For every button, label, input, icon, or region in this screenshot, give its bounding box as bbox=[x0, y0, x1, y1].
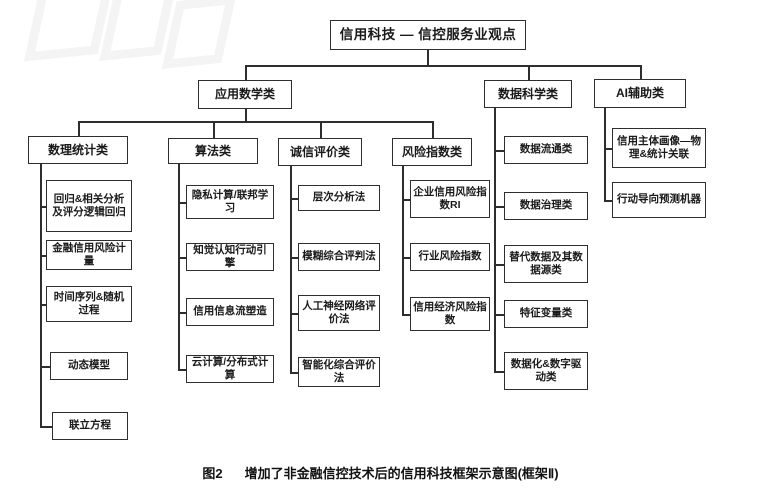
connector-line bbox=[427, 50, 429, 66]
leaf-node: 行动导向预测机器 bbox=[612, 182, 706, 218]
leaf-node: 信用主体画像—物理&统计关联 bbox=[612, 128, 706, 168]
leaf-node: 数据流通类 bbox=[504, 136, 588, 164]
connector-line bbox=[178, 312, 186, 314]
connector-line bbox=[402, 257, 410, 259]
leaf-node: 信用信息流塑造 bbox=[186, 298, 274, 326]
connector-line bbox=[494, 314, 504, 316]
leaf-node: 人工神经网络评价法 bbox=[298, 295, 380, 331]
leaf-node: 层次分析法 bbox=[298, 185, 380, 211]
connector-line bbox=[402, 199, 410, 201]
watermark-shape bbox=[99, 0, 177, 61]
connector-line bbox=[494, 371, 504, 373]
group-integrity-eval: 诚信评价类 bbox=[278, 138, 362, 166]
group-risk-index: 风险指数类 bbox=[392, 138, 472, 166]
connector-line bbox=[604, 148, 612, 150]
connector-line bbox=[494, 150, 504, 152]
leaf-node: 行业风险指数 bbox=[410, 243, 490, 271]
connector-line bbox=[402, 314, 410, 316]
group-math-stat: 数理统计类 bbox=[28, 136, 128, 164]
connector-line bbox=[432, 121, 434, 138]
connector-line bbox=[604, 108, 606, 200]
leaf-node: 替代数据及其数据源类 bbox=[504, 245, 588, 283]
watermark-shape bbox=[161, 0, 237, 69]
connector-line bbox=[245, 109, 247, 122]
figure-caption-text: 增加了非金融信控技术后的信用科技框架示意图(框架Ⅱ) bbox=[244, 466, 559, 481]
connector-line bbox=[290, 166, 292, 372]
leaf-node: 数据化&数字驱动类 bbox=[504, 352, 588, 390]
leaf-node: 动态模型 bbox=[50, 352, 128, 380]
connector-line bbox=[290, 198, 298, 200]
root-node: 信用科技 — 信控服务业观点 bbox=[330, 20, 526, 50]
connector-line bbox=[290, 313, 298, 315]
connector-line bbox=[178, 202, 186, 204]
connector-line bbox=[78, 121, 80, 136]
leaf-node: 特征变量类 bbox=[504, 300, 588, 328]
connector-line bbox=[402, 166, 404, 314]
connector-line bbox=[78, 121, 433, 123]
connector-line bbox=[494, 206, 504, 208]
category-applied-math: 应用数学类 bbox=[198, 80, 292, 109]
category-data-science: 数据科学类 bbox=[484, 80, 572, 108]
connector-line bbox=[320, 121, 322, 138]
leaf-node: 隐私计算/联邦学习 bbox=[186, 185, 274, 219]
connector-line bbox=[245, 65, 641, 67]
leaf-node: 信用经济风险指数 bbox=[410, 297, 490, 331]
connector-line bbox=[40, 255, 46, 257]
connector-line bbox=[213, 121, 215, 138]
leaf-node: 智能化综合评价法 bbox=[298, 357, 380, 387]
figure-caption: 图2 增加了非金融信控技术后的信用科技框架示意图(框架Ⅱ) bbox=[0, 463, 761, 482]
group-algorithm: 算法类 bbox=[168, 138, 258, 164]
leaf-node: 联立方程 bbox=[52, 412, 128, 440]
connector-line bbox=[640, 65, 642, 80]
connector-line bbox=[290, 372, 298, 374]
connector-line bbox=[40, 164, 42, 426]
connector-line bbox=[604, 200, 612, 202]
category-ai-assist: AI辅助类 bbox=[594, 79, 686, 108]
connector-line bbox=[290, 257, 298, 259]
watermark-shape bbox=[23, 0, 117, 62]
connector-line bbox=[494, 108, 496, 371]
leaf-node: 回归&相关分析及评分逻辑回归 bbox=[46, 180, 132, 232]
connector-line bbox=[178, 257, 186, 259]
leaf-node: 金融信用风险计量 bbox=[46, 240, 132, 270]
connector-line bbox=[178, 369, 186, 371]
figure-number: 图2 bbox=[202, 466, 223, 481]
leaf-node: 模糊综合评判法 bbox=[298, 243, 380, 271]
connector-line bbox=[245, 65, 247, 80]
leaf-node: 时间序列&随机过程 bbox=[46, 286, 132, 322]
connector-line bbox=[40, 426, 52, 428]
connector-line bbox=[40, 366, 50, 368]
leaf-node: 云计算/分布式计算 bbox=[186, 355, 274, 383]
connector-line bbox=[528, 65, 530, 80]
connector-line bbox=[40, 206, 46, 208]
leaf-node: 企业信用风险指数RI bbox=[410, 180, 490, 218]
connector-line bbox=[40, 304, 46, 306]
leaf-node: 数据治理类 bbox=[504, 192, 588, 220]
connector-line bbox=[178, 164, 180, 369]
leaf-node: 知觉认知行动引擎 bbox=[186, 243, 274, 271]
connector-line bbox=[494, 264, 504, 266]
